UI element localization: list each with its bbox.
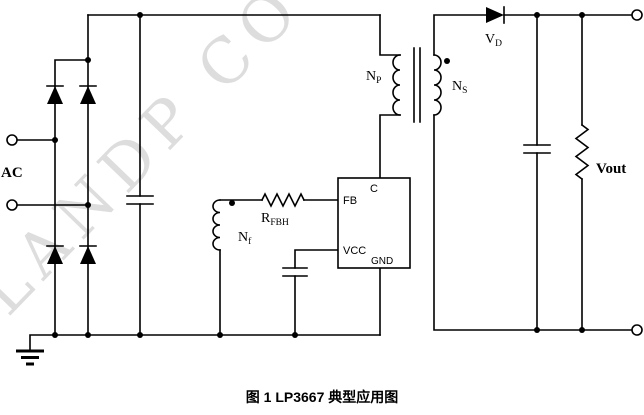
bridge-diode-icon	[80, 86, 96, 104]
aux-winding-label: Nf	[238, 230, 252, 247]
capacitor-plates	[523, 144, 551, 154]
output-diode-icon	[486, 7, 504, 23]
ic-pin-vcc-label: VCC	[343, 245, 366, 257]
figure-caption: 图 1 LP3667 典型应用图	[246, 389, 399, 405]
ic-pin-c-label: C	[370, 183, 378, 195]
output-bottom-rail-wire	[433, 114, 633, 331]
bridge-rectifier	[46, 85, 97, 264]
feedback-resistor	[260, 192, 306, 208]
ic-pin-fb-label: FB	[343, 195, 357, 207]
ac-input-wires	[16, 139, 89, 206]
watermark-text: LANDP CO	[0, 0, 317, 328]
earth-ground-icon	[16, 349, 44, 366]
secondary-winding-label: NS	[452, 79, 467, 96]
bridge-left-column-wire	[54, 59, 89, 336]
ac-terminal-bottom	[6, 199, 18, 211]
vcc-wire	[294, 249, 339, 336]
transformer	[392, 47, 450, 123]
primary-winding	[392, 54, 401, 116]
capacitor-plates	[126, 195, 154, 205]
transformer-core	[413, 47, 421, 123]
output-terminal-negative	[631, 324, 643, 336]
junction-dots	[52, 12, 585, 338]
load-resistor	[574, 123, 590, 181]
vcc-capacitor	[282, 267, 308, 277]
output-terminal-positive	[631, 9, 643, 21]
secondary-top-wire	[433, 14, 487, 56]
ic-lp3667: FB C VCC GND	[337, 177, 411, 269]
bridge-diode-icon	[47, 246, 63, 264]
capacitor-plates	[282, 267, 308, 277]
aux-polarity-dot	[229, 200, 235, 206]
bridge-diode-icon	[80, 246, 96, 264]
feedback-resistor-label: RFBH	[261, 211, 289, 228]
ground-symbol	[16, 349, 44, 366]
secondary-winding	[433, 54, 442, 116]
ac-terminal-top	[6, 134, 18, 146]
ac-label: AC	[1, 165, 23, 181]
primary-to-ic-wire	[379, 14, 401, 179]
output-capacitor	[523, 144, 551, 154]
output-diode-label: VD	[485, 32, 502, 49]
aux-winding-coil	[212, 199, 221, 251]
bridge-diode-icon	[47, 86, 63, 104]
output-terminals	[631, 9, 643, 336]
circuit-wires	[16, 14, 633, 351]
bottom-rail-wire	[29, 334, 381, 351]
output-diode	[486, 6, 505, 24]
filter-capacitor	[126, 195, 154, 205]
aux-winding	[212, 199, 235, 251]
primary-winding-label: NP	[366, 69, 381, 86]
vout-label: Vout	[596, 161, 626, 177]
secondary-polarity-dot	[444, 58, 450, 64]
ic-body	[337, 177, 411, 269]
ac-terminals	[6, 134, 18, 211]
ic-pin-gnd-label: GND	[371, 256, 393, 267]
